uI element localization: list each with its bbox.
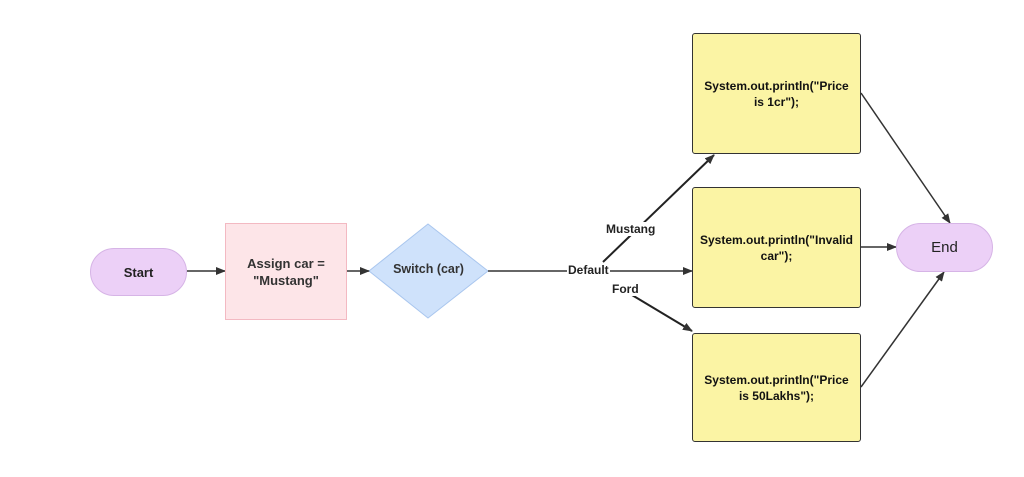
print-invalid-box[interactable]: System.out.println("Invalid car"); [692, 187, 861, 308]
assign-process-box[interactable]: Assign car = "Mustang" [225, 223, 347, 320]
switch-decision-shape[interactable] [368, 223, 489, 319]
switch-label: Switch (car) [393, 262, 464, 276]
edge-50l-end [860, 271, 945, 388]
edge-label-ford: Ford [611, 282, 640, 296]
print-price-1cr-label: System.out.println("Price is 1cr"); [704, 78, 849, 109]
print-price-50l-box[interactable]: System.out.println("Price is 50Lakhs"); [692, 333, 861, 442]
edge-label-mustang: Mustang [605, 222, 657, 236]
start-terminal[interactable]: Start [90, 248, 187, 296]
end-label: End [931, 239, 958, 256]
assign-label: Assign car = "Mustang" [247, 255, 325, 288]
print-price-1cr-box[interactable]: System.out.println("Price is 1cr"); [692, 33, 861, 154]
print-price-50l-label: System.out.println("Price is 50Lakhs"); [704, 372, 849, 403]
start-label: Start [123, 264, 154, 280]
print-invalid-label: System.out.println("Invalid car"); [699, 232, 854, 263]
edge-1cr-end [860, 92, 951, 224]
end-terminal[interactable]: End [896, 223, 993, 272]
edge-label-default: Default [567, 263, 610, 277]
edge-mustang [602, 154, 715, 263]
